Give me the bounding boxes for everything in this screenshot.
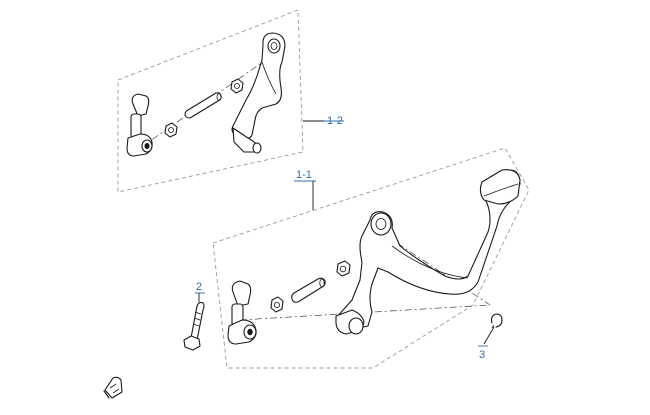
callout-label-1-1: 1-1 xyxy=(296,169,312,181)
nut-large-upper xyxy=(336,260,351,277)
nut-large-lower xyxy=(270,296,284,313)
shift-lever-large xyxy=(335,169,521,335)
callout-1-2: 1-2 xyxy=(303,115,344,127)
shift-rod-small xyxy=(184,92,222,119)
group-boundary-1-1 xyxy=(212,147,530,369)
assembly-group-1-1: 1-1 2 3 xyxy=(183,147,530,369)
nut-small-lower xyxy=(164,122,178,138)
circlip xyxy=(490,313,503,329)
shift-lever-small xyxy=(231,32,286,154)
callout-1-1: 1-1 xyxy=(294,169,316,210)
callout-3: 3 xyxy=(478,326,495,361)
ball-joint-small xyxy=(126,93,153,157)
front-direction-icon xyxy=(103,376,123,399)
nut-small-upper xyxy=(230,78,244,94)
callout-label-3: 3 xyxy=(479,349,485,361)
ball-joint-large xyxy=(227,280,257,345)
bolt xyxy=(183,301,205,351)
assembly-group-1-2: 1-2 xyxy=(117,9,344,193)
shift-rod-large xyxy=(291,277,326,303)
group-boundary-1-2 xyxy=(117,9,304,193)
callout-label-1-2: 1-2 xyxy=(327,115,343,127)
callout-2: 2 xyxy=(195,281,205,302)
assembly-axis-line xyxy=(384,234,491,306)
callout-label-2: 2 xyxy=(196,281,202,293)
